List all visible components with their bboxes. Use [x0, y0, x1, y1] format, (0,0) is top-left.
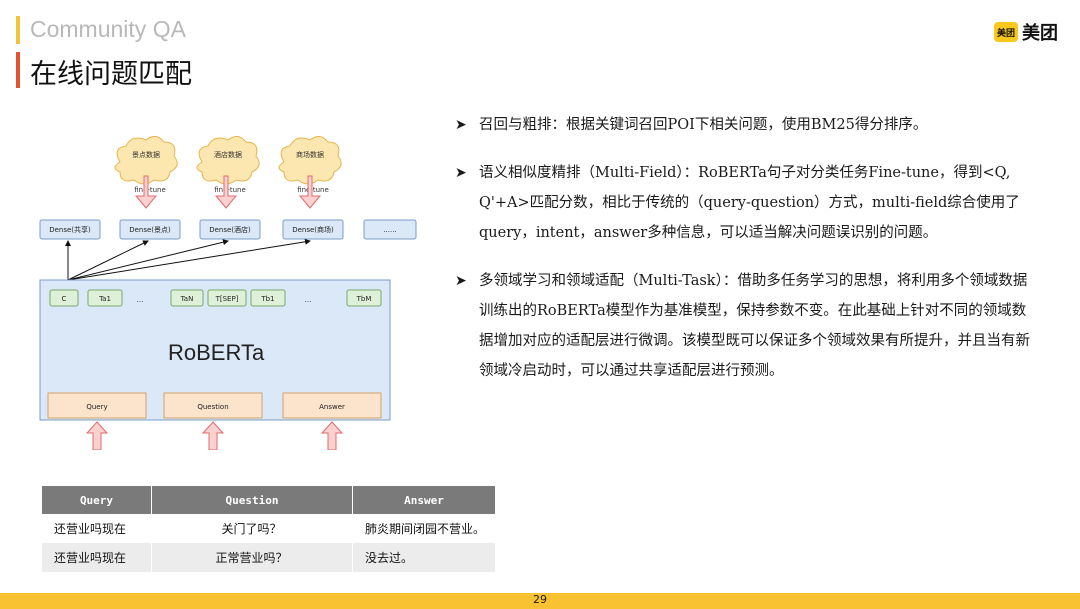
cloud-label-scenic: 景点数据 [132, 150, 160, 159]
header-query: Query [42, 486, 152, 514]
finetune-arrow-2: fine-tune [214, 175, 246, 209]
svg-text:Answer: Answer [319, 403, 345, 411]
svg-text:Dense(景点): Dense(景点) [129, 226, 171, 234]
accent-bar-top [16, 16, 20, 44]
svg-text:...: ... [305, 296, 312, 304]
cell-query: 还营业吗现在 [42, 514, 152, 543]
svg-text:Dense(商场): Dense(商场) [292, 225, 334, 234]
bullet-arrow-icon: ➤ [455, 117, 467, 133]
roberta-label: RoBERTa [168, 340, 265, 365]
svg-text:fine-tune: fine-tune [214, 186, 246, 194]
token-row: C Ta1 ... TaN T[SEP] Tb1 ... TbM [49, 289, 382, 307]
svg-text:TaN: TaN [180, 295, 194, 303]
svg-text:T[SEP]: T[SEP] [215, 295, 239, 303]
cell-question: 正常营业吗？ [151, 543, 353, 572]
bullet-text: 语义相似度精排（Multi-Field）：RoBERTa句子对分类任务Fine-… [479, 165, 1020, 241]
input-row: Query Question Answer [47, 392, 382, 419]
page-number: 29 [533, 593, 547, 606]
meituan-logo: 美团 美团 [994, 19, 1058, 45]
cloud-label-hotel: 酒店数据 [214, 150, 242, 159]
cloud-hotel: 酒店数据 [196, 136, 260, 185]
logo-text: 美团 [1022, 23, 1058, 44]
dense-hotel: Dense(酒店) [199, 219, 261, 240]
input-up-arrows [85, 421, 344, 450]
connector-arrows [65, 238, 311, 281]
finetune-arrow-3: fine-tune [297, 175, 329, 209]
cell-question: 关门了吗？ [151, 514, 353, 543]
bullet-arrow-icon: ➤ [455, 273, 467, 289]
finetune-arrow-1: fine-tune [134, 175, 166, 209]
cell-answer: 没去过。 [352, 543, 496, 572]
svg-text:Query: Query [86, 403, 107, 411]
footer-bar [0, 593, 1080, 609]
cloud-mall: 商场数据 [278, 136, 342, 185]
section-subtitle: Community QA [30, 16, 186, 42]
svg-text:fine-tune: fine-tune [297, 186, 329, 194]
page-title: 在线问题匹配 [30, 59, 192, 90]
dense-shared: Dense(共享) [39, 219, 101, 240]
svg-text:fine-tune: fine-tune [134, 186, 166, 194]
svg-text:Tb1: Tb1 [260, 295, 274, 303]
table-row: 还营业吗现在 正常营业吗？ 没去过。 [42, 543, 496, 572]
cloud-scenic: 景点数据 [114, 136, 178, 185]
logo-badge: 美团 [994, 22, 1018, 42]
accent-bar-title [16, 52, 20, 88]
dense-scenic: Dense(景点) [119, 219, 181, 240]
bullet-semantic-rank: ➤ 语义相似度精排（Multi-Field）：RoBERTa句子对分类任务Fin… [455, 158, 1035, 248]
header-answer: Answer [352, 486, 496, 514]
dense-more: ...... [363, 219, 417, 240]
cell-query: 还营业吗现在 [42, 543, 152, 572]
cell-answer: 肺炎期间闭园不营业。 [352, 514, 496, 543]
header-question: Question [151, 486, 353, 514]
bullet-multi-domain: ➤ 多领域学习和领域适配（Multi-Task）：借助多任务学习的思想，将利用多… [455, 266, 1035, 386]
bullet-text: 召回与粗排：根据关键词召回POI下相关问题，使用BM25得分排序。 [479, 117, 928, 133]
svg-text:Dense(酒店): Dense(酒店) [209, 225, 251, 234]
svg-text:TbM: TbM [356, 295, 372, 303]
svg-text:Dense(共享): Dense(共享) [49, 225, 91, 234]
svg-text:...: ... [137, 296, 144, 304]
dense-mall: Dense(商场) [282, 219, 344, 240]
bullet-text: 多领域学习和领域适配（Multi-Task）：借助多任务学习的思想，将利用多个领… [479, 273, 1030, 379]
svg-text:Question: Question [197, 403, 228, 411]
bullet-arrow-icon: ➤ [455, 165, 467, 181]
qa-example-table: Query Question Answer 还营业吗现在 关门了吗？ 肺炎期间闭… [42, 486, 496, 572]
svg-text:......: ...... [383, 226, 396, 234]
svg-text:C: C [62, 295, 67, 303]
bullet-recall: ➤ 召回与粗排：根据关键词召回POI下相关问题，使用BM25得分排序。 [455, 110, 1035, 140]
table-header-row: Query Question Answer [42, 486, 496, 514]
svg-text:Ta1: Ta1 [98, 295, 111, 303]
bullet-list: ➤ 召回与粗排：根据关键词召回POI下相关问题，使用BM25得分排序。 ➤ 语义… [455, 110, 1035, 404]
roberta-architecture-diagram: 景点数据 酒店数据 商场数据 fine-tune fine-tune fine-… [39, 136, 417, 450]
cloud-label-mall: 商场数据 [296, 150, 324, 159]
table-row: 还营业吗现在 关门了吗？ 肺炎期间闭园不营业。 [42, 514, 496, 543]
